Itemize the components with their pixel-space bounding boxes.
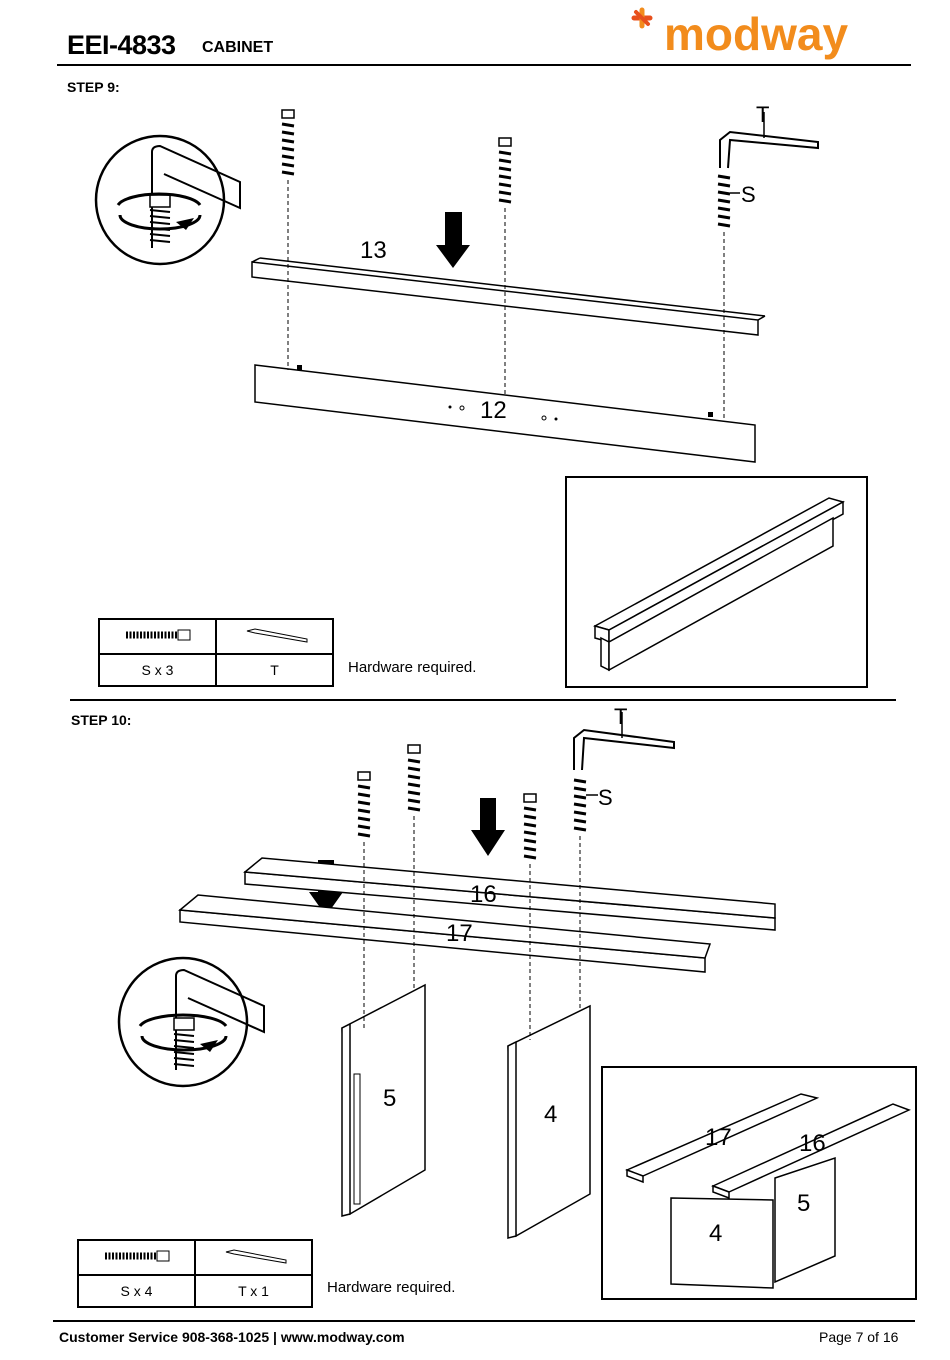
hardware-s-count: S x 4 [78, 1275, 195, 1307]
product-name: CABINET [202, 39, 273, 57]
inset-label-17: 17 [705, 1124, 732, 1152]
hardware-t-count: T [216, 654, 333, 686]
part-13-bar [252, 258, 765, 335]
screw-icon [78, 1240, 195, 1275]
step-9-title: STEP 9: [67, 79, 120, 95]
inset-label-5: 5 [797, 1190, 810, 1218]
part-16-label: 16 [470, 881, 497, 908]
step-9-hardware-table: S x 3 T [98, 618, 334, 687]
screw-left-icon [282, 110, 294, 174]
down-arrow-icon [471, 798, 505, 856]
part-12-label: 12 [480, 397, 507, 424]
page-number: Page 7 of 16 [819, 1329, 898, 1345]
screw-label: S [598, 785, 613, 810]
step-10-result-inset: 17 16 5 4 [601, 1066, 917, 1300]
part-13-label: 13 [360, 237, 387, 264]
allen-key-icon [195, 1240, 312, 1275]
tool-label: T [756, 102, 769, 127]
part-4-label: 4 [544, 1101, 557, 1128]
inset-label-4: 4 [709, 1220, 722, 1248]
part-5-label: 5 [383, 1085, 396, 1112]
down-arrow-icon [436, 212, 470, 268]
screw-label: S [741, 182, 756, 207]
step-9-result-inset [565, 476, 868, 688]
part-17-label: 17 [446, 920, 473, 947]
asterisk-icon [634, 10, 650, 26]
model-number: EEI-4833 [67, 30, 176, 61]
screw-icon [99, 619, 216, 654]
screws-icon [358, 760, 586, 858]
allen-key-icon [216, 619, 333, 654]
hardware-t-count: T x 1 [195, 1275, 312, 1307]
tightening-detail-icon [96, 136, 240, 264]
logo-wordmark: modway [664, 8, 848, 60]
header-rule [57, 64, 911, 66]
step-9-diagram: T S 13 12 [0, 95, 950, 475]
step-10-hardware-note: Hardware required. [327, 1279, 455, 1296]
footer-rule [53, 1320, 915, 1322]
step-9-hardware-note: Hardware required. [348, 659, 476, 676]
modway-logo: modway [630, 4, 875, 66]
screw-middle-icon [499, 138, 511, 202]
tool-label: T [614, 704, 627, 729]
assembled-rail-illustration [567, 478, 866, 686]
step-10-hardware-table: S x 4 T x 1 [77, 1239, 313, 1308]
screw-right-with-key-icon [718, 112, 818, 226]
inset-label-16: 16 [799, 1130, 826, 1158]
tightening-detail-icon [119, 958, 264, 1086]
hardware-s-count: S x 3 [99, 654, 216, 686]
assembled-frame-illustration [603, 1068, 915, 1298]
footer-contact: Customer Service 908-368-1025 | www.modw… [59, 1329, 405, 1345]
